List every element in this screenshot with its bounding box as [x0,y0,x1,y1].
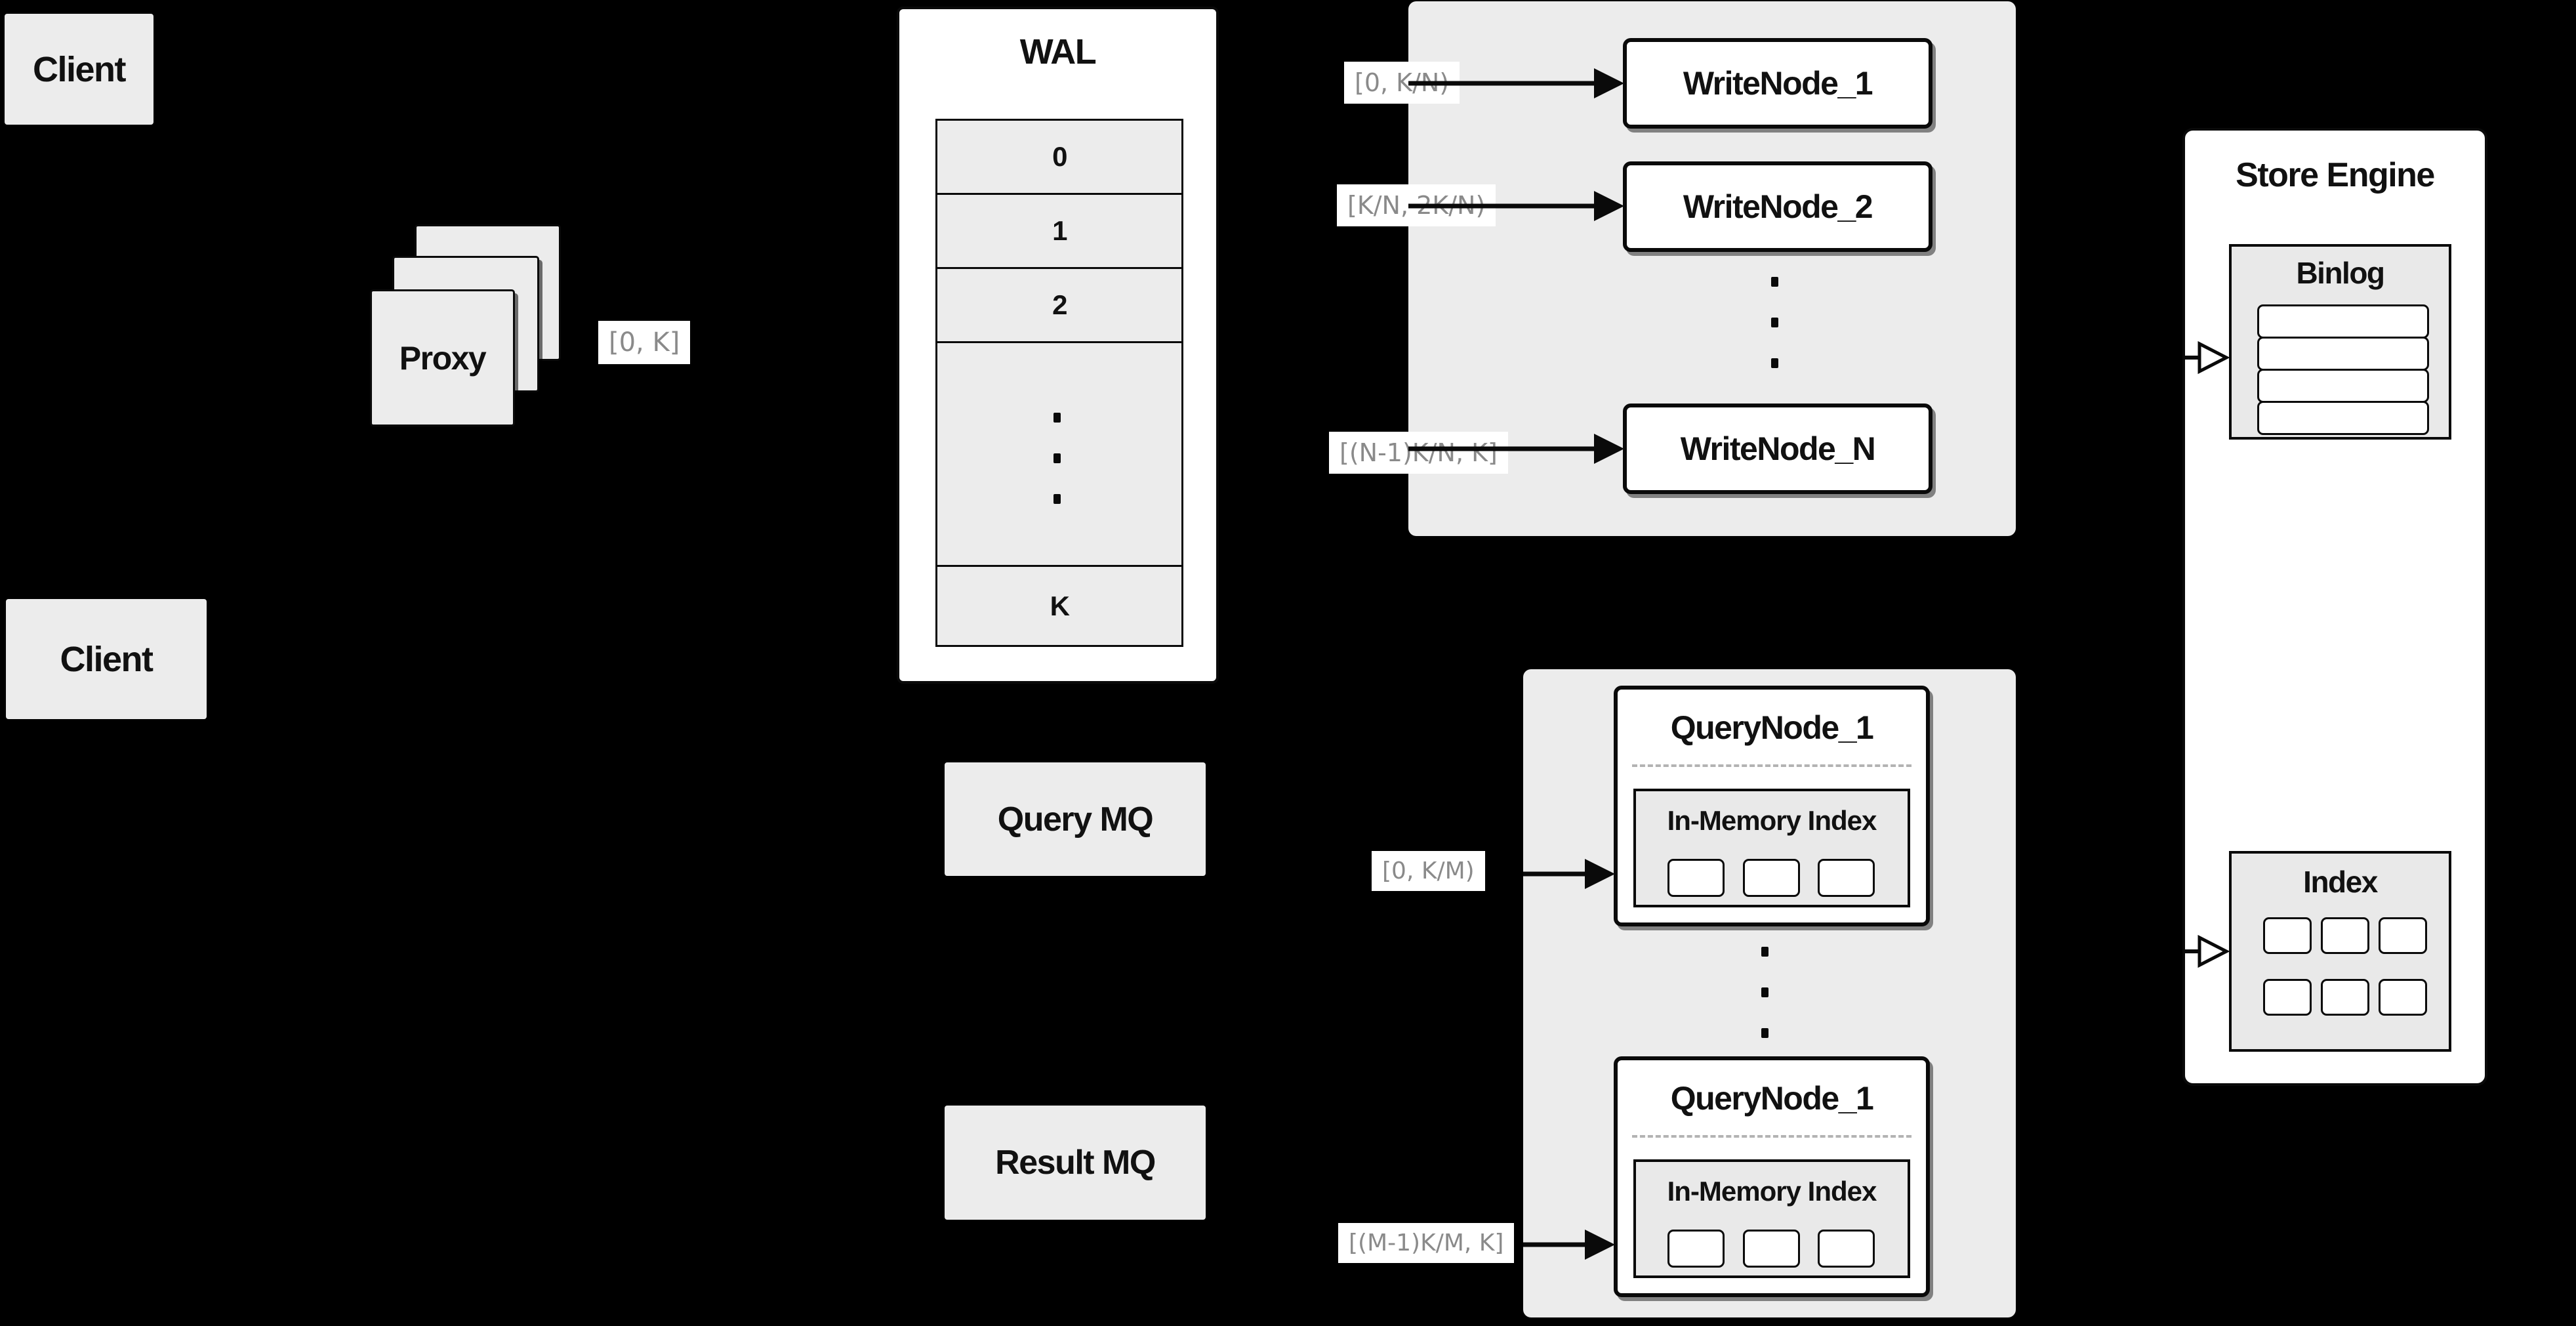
query-node-group: QueryNode_1 In-Memory Index QueryNode_1 … [1523,669,2016,1317]
index-cell [2321,917,2369,954]
binlog-row [2257,337,2429,371]
in-memory-cells-row [1667,859,1875,897]
write-node-n-box: WriteNode_N [1623,404,1932,494]
query-node-ellipsis-dots [1761,947,1768,1038]
range-label-query-2: [(M-1)K/M, K] [1338,1223,1515,1263]
wal-ellipsis-dots [1053,413,1061,504]
write-node-1-box: WriteNode_1 [1623,38,1932,129]
client-bottom-label: Client [60,639,153,679]
wal-segment-row: 2 [935,267,1183,343]
write-node-2-label: WriteNode_2 [1683,188,1873,225]
query-mq-label: Query MQ [997,800,1154,839]
memory-cell [1818,1230,1875,1268]
index-title: Index [2303,864,2378,899]
index-cells-row [2263,917,2427,954]
query-node-2-box: QueryNode_1 In-Memory Index [1614,1056,1930,1297]
index-cell [2321,979,2369,1016]
memory-cell [1742,859,1800,897]
query-node-1-box: QueryNode_1 In-Memory Index [1614,686,1930,926]
client-top-label: Client [32,49,127,89]
index-cell [2379,917,2427,954]
in-memory-index-title: In-Memory Index [1667,805,1877,836]
wal-segment-row: 0 [935,119,1183,195]
index-cell [2263,979,2312,1016]
binlog-row [2257,369,2429,403]
memory-cell [1742,1230,1800,1268]
write-node-2-box: WriteNode_2 [1623,161,1932,252]
wal-segment-row-k: K [935,565,1183,647]
binlog-rows [2257,304,2429,435]
write-node-1-label: WriteNode_1 [1683,65,1873,102]
client-top-box: Client [5,14,153,125]
in-memory-index-title: In-Memory Index [1667,1176,1877,1207]
binlog-box: Binlog [2229,244,2451,440]
result-mq-label: Result MQ [995,1144,1156,1182]
write-node-n-label: WriteNode_N [1680,430,1876,467]
wal-box: WAL 0 1 2 K [897,7,1219,684]
range-label-proxy-wal: [0, K] [598,321,691,364]
store-engine-box: Store Engine Binlog Index [2182,128,2487,1086]
memory-cell [1818,859,1875,897]
result-mq-box: Result MQ [945,1106,1206,1220]
query-node-1-title: QueryNode_1 [1670,709,1874,746]
range-label-query-1: [0, K/M) [1372,851,1485,891]
in-memory-index-box: In-Memory Index [1633,1159,1910,1278]
range-label-write-2: [K/N, 2K/N) [1337,184,1496,226]
range-label-write-n: [(N-1)K/N, K] [1329,432,1508,474]
write-node-ellipsis-dots [1771,277,1778,368]
index-cell [2263,917,2312,954]
index-box: Index [2229,851,2451,1052]
in-memory-index-box: In-Memory Index [1633,789,1910,907]
query-node-divider [1632,764,1912,767]
memory-cell [1667,1230,1725,1268]
range-label-write-1: [0, K/N) [1344,62,1460,104]
proxy-card-front: Proxy [370,289,515,426]
query-node-2-title: QueryNode_1 [1670,1079,1874,1117]
binlog-title: Binlog [2296,256,2385,290]
index-cells-row [2263,979,2427,1016]
memory-cell [1667,859,1725,897]
binlog-row [2257,304,2429,339]
index-cell [2379,979,2427,1016]
wal-title: WAL [1019,32,1097,72]
query-mq-box: Query MQ [945,762,1206,876]
store-engine-title: Store Engine [2236,155,2435,194]
proxy-label: Proxy [399,339,487,377]
binlog-row [2257,401,2429,435]
client-bottom-box: Client [6,599,207,719]
wal-segment-table: 0 1 2 K [935,119,1183,647]
in-memory-cells-row [1667,1230,1875,1268]
wal-segment-row: 1 [935,193,1183,269]
query-node-divider [1632,1135,1912,1138]
